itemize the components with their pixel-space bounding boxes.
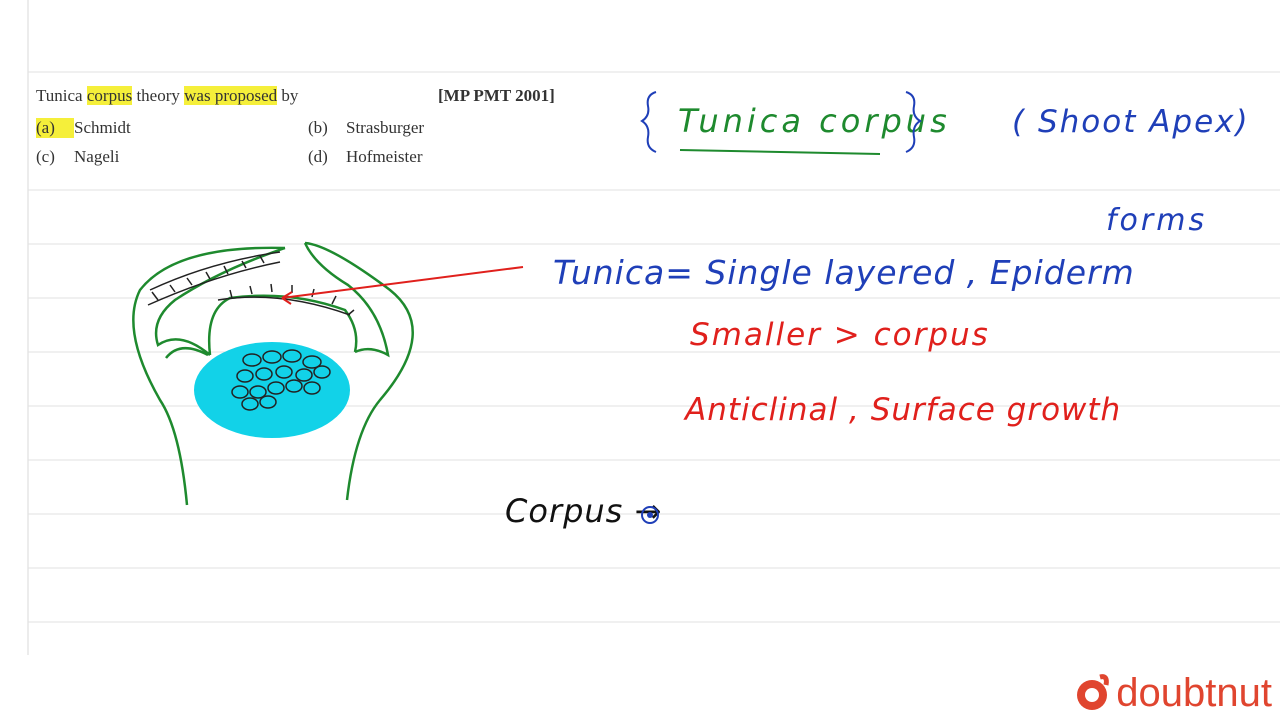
question-highlight-corpus: corpus xyxy=(86,86,133,105)
option-b: (b) Strasburger xyxy=(308,118,424,138)
option-letter: (d) xyxy=(308,147,328,166)
shoot-apex-text: ( Shoot Apex) xyxy=(1012,104,1250,140)
option-c: (c) Nageli xyxy=(36,147,119,167)
question-prefix: Tunica xyxy=(36,86,87,105)
pen-cursor-icon xyxy=(641,506,659,524)
option-text: Schmidt xyxy=(74,118,131,137)
option-letter: (a) xyxy=(36,118,74,138)
option-a: (a)Schmidt xyxy=(36,118,131,138)
shoot-apex-diagram xyxy=(132,241,414,506)
option-text: Hofmeister xyxy=(346,147,423,166)
corpus-region xyxy=(194,342,350,438)
option-text: Nageli xyxy=(74,147,120,166)
question-highlight-proposed: was proposed xyxy=(184,86,278,105)
logo-text: doubtnut xyxy=(1116,670,1272,715)
tunica-arrow xyxy=(281,266,524,299)
heading-text: Tunica corpus xyxy=(678,102,951,140)
option-text: Strasburger xyxy=(346,118,425,137)
heading-underline xyxy=(679,149,881,155)
question-suffix: by xyxy=(277,86,299,105)
doubtnut-logo: doubtnut xyxy=(1072,670,1272,716)
question-source: [MP PMT 2001] xyxy=(438,86,555,105)
doubtnut-logo-icon xyxy=(1077,674,1110,710)
question-text: Tunica corpus theory was proposed by xyxy=(36,86,298,106)
smaller-than-corpus: Smaller > corpus xyxy=(690,317,990,353)
option-letter: (c) xyxy=(36,147,55,166)
option-d: (d) Hofmeister xyxy=(308,147,422,167)
corpus-label: Corpus → xyxy=(505,492,662,530)
option-letter: (b) xyxy=(308,118,328,137)
left-brace xyxy=(640,91,657,153)
right-brace xyxy=(905,91,922,153)
anticlinal-growth: Anticlinal , Surface growth xyxy=(683,392,1121,428)
question-mid: theory xyxy=(132,86,185,105)
corpus-cells xyxy=(231,349,331,411)
tunica-definition: Tunica= Single layered , Epiderm xyxy=(553,253,1135,292)
forms-text: forms xyxy=(1106,203,1207,238)
